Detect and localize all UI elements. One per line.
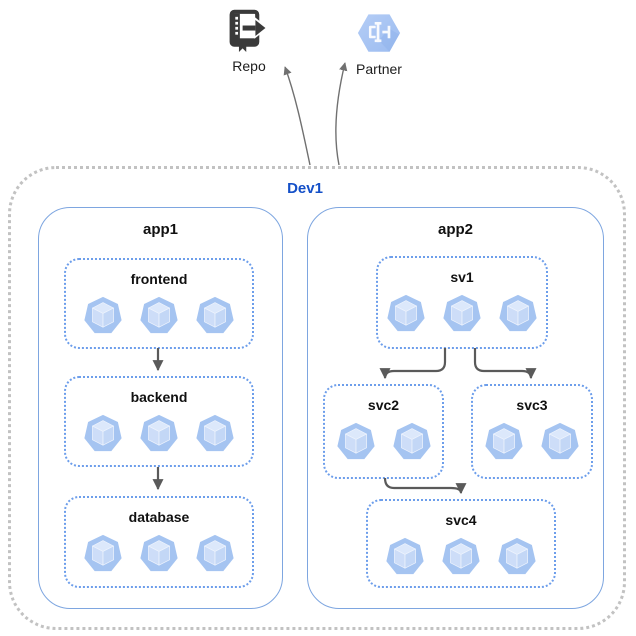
service-sv1[interactable]: sv1 bbox=[376, 256, 548, 349]
external-node-repo[interactable]: Repo bbox=[213, 8, 285, 74]
pod-icon bbox=[387, 294, 425, 332]
pod-icon bbox=[499, 294, 537, 332]
pod-icon bbox=[443, 294, 481, 332]
edge-dev1-partner bbox=[335, 62, 348, 166]
service-svc3[interactable]: svc3 bbox=[471, 384, 593, 479]
pod-row bbox=[82, 294, 236, 336]
pod-row bbox=[82, 412, 236, 454]
service-frontend-label: frontend bbox=[130, 271, 188, 287]
edge-dev1-repo bbox=[283, 66, 311, 166]
pod-row bbox=[335, 420, 433, 462]
pod-icon bbox=[84, 296, 122, 334]
service-backend-label: backend bbox=[130, 389, 188, 405]
service-database-label: database bbox=[128, 509, 190, 525]
cluster-app1[interactable]: app1 frontend backend bbox=[38, 207, 283, 609]
pod-icon bbox=[84, 534, 122, 572]
pod-icon bbox=[140, 534, 178, 572]
pod-icon bbox=[336, 422, 375, 460]
pod-icon bbox=[140, 414, 178, 452]
pod-icon bbox=[485, 422, 523, 460]
cluster-app2-label: app2 bbox=[437, 221, 473, 238]
partner-label: Partner bbox=[356, 61, 402, 77]
pod-row bbox=[483, 420, 581, 462]
repo-icon bbox=[229, 9, 269, 52]
service-svc2-label: svc2 bbox=[367, 397, 400, 413]
service-svc2[interactable]: svc2 bbox=[323, 384, 444, 479]
service-backend[interactable]: backend bbox=[64, 376, 254, 467]
service-svc3-label: svc3 bbox=[516, 397, 548, 413]
external-node-partner[interactable]: Partner bbox=[343, 9, 415, 77]
cluster-app1-label: app1 bbox=[142, 221, 178, 238]
service-sv1-label: sv1 bbox=[450, 269, 474, 285]
pod-row bbox=[385, 292, 539, 334]
pod-row bbox=[384, 535, 538, 577]
pod-icon bbox=[541, 422, 579, 460]
pod-icon bbox=[196, 534, 234, 572]
service-database[interactable]: database bbox=[64, 496, 254, 588]
pod-icon bbox=[442, 537, 480, 575]
pod-icon bbox=[196, 414, 234, 452]
cluster-app2[interactable]: app2 sv1 svc2 svc3 bbox=[307, 207, 604, 609]
service-svc4-label: svc4 bbox=[445, 512, 477, 528]
pod-icon bbox=[386, 537, 424, 575]
service-svc4[interactable]: svc4 bbox=[366, 499, 556, 588]
partner-interconnect-icon bbox=[357, 14, 401, 52]
pod-row bbox=[82, 532, 236, 574]
pod-icon bbox=[140, 296, 178, 334]
service-frontend[interactable]: frontend bbox=[64, 258, 254, 349]
boundary-dev1-label: Dev1 bbox=[287, 180, 323, 197]
pod-icon bbox=[196, 296, 234, 334]
pod-icon bbox=[498, 537, 536, 575]
pod-icon bbox=[84, 414, 122, 452]
pod-icon bbox=[392, 422, 431, 460]
repo-label: Repo bbox=[232, 58, 266, 74]
